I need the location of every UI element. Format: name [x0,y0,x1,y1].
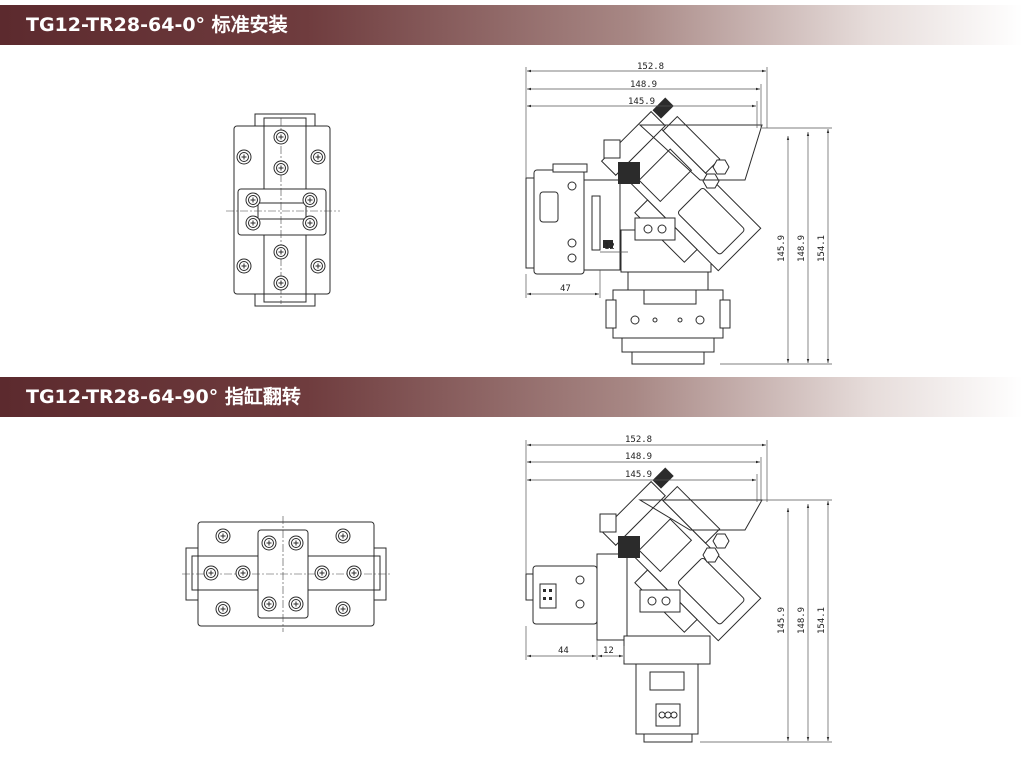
top-view-standard [226,113,340,307]
dim-offset-47: 47 [560,284,571,294]
side-view-standard: 152.8 148.9 145.9 145.9 148.9 154.1 47 1… [525,62,832,365]
dim-width-145-b: 145.9 [625,470,652,480]
section-title-flipped: TG12-TR28-64-90° 指缸翻转 [0,377,1023,417]
dim-offset-44: 44 [558,646,569,656]
dim-height-145: 145.9 [777,235,787,262]
dim-width-152-b: 152.8 [625,435,652,445]
dim-height-148-b: 148.9 [797,607,807,634]
dim-width-148-b: 148.9 [625,452,652,462]
dim-offset-12: 12 [604,242,615,252]
dim-height-154-b: 154.1 [817,607,827,634]
dim-width-145: 145.9 [628,97,655,107]
side-view-flipped: 152.8 148.9 145.9 145.9 148.9 154.1 44 1… [525,435,832,743]
dim-width-152: 152.8 [637,62,664,72]
section-title-standard: TG12-TR28-64-0° 标准安装 [0,5,1023,45]
dim-width-148: 148.9 [630,80,657,90]
top-view-flipped [182,516,390,632]
dim-height-148: 148.9 [797,235,807,262]
dim-offset-12-b: 12 [603,646,614,656]
dim-height-145-b: 145.9 [777,607,787,634]
dim-height-154: 154.1 [817,235,827,262]
